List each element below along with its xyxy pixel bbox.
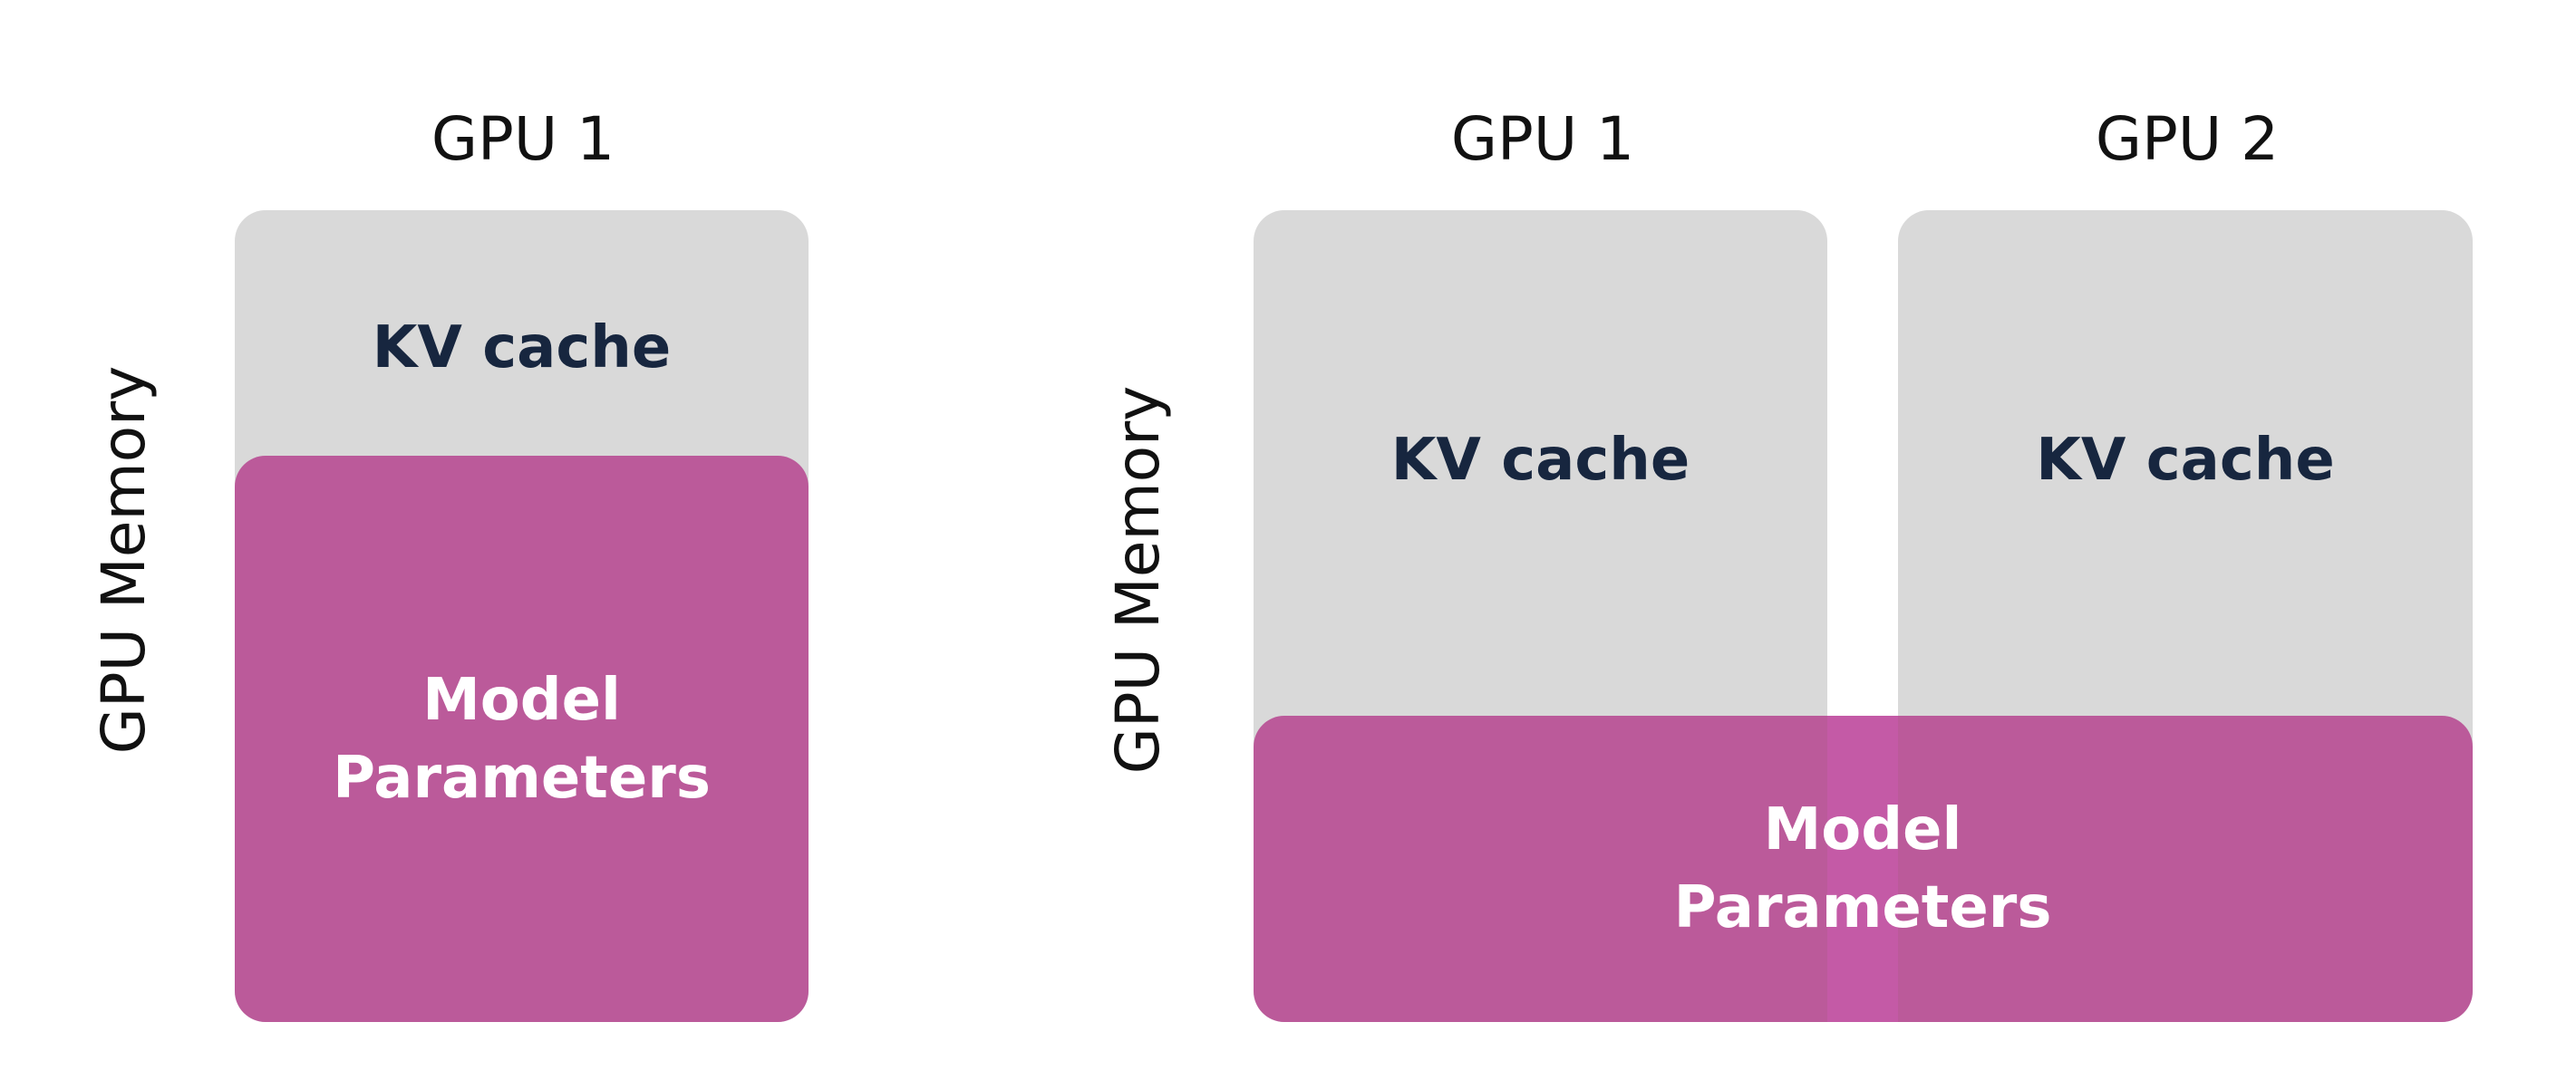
- gpu-2-kv-cache-label: KV cache: [2036, 427, 2335, 494]
- model-parameters-gap-overlap: [1827, 716, 1898, 1022]
- model-parameters-line-2: Parameters: [1673, 874, 2052, 941]
- gpu-memory-axis-label: GPU Memory: [89, 365, 159, 755]
- model-parameters-line-2: Parameters: [333, 745, 711, 812]
- gpu-memory-axis-label: GPU Memory: [1103, 385, 1173, 775]
- kv-cache-label: KV cache: [372, 314, 672, 381]
- model-parameters-label: Model Parameters: [235, 661, 809, 817]
- gpu-1-kv-cache-label: KV cache: [1390, 427, 1690, 494]
- gpu-1-title: GPU 1: [1450, 104, 1635, 174]
- shared-model-parameters-label: Model Parameters: [1541, 791, 2184, 947]
- gpu-1-title: GPU 1: [431, 104, 615, 174]
- model-parameters-line-1: Model: [1763, 796, 1962, 863]
- model-parameters-line-1: Model: [422, 667, 621, 734]
- gpu-2-title: GPU 2: [2095, 104, 2280, 174]
- model-parameters-block: [235, 456, 809, 1022]
